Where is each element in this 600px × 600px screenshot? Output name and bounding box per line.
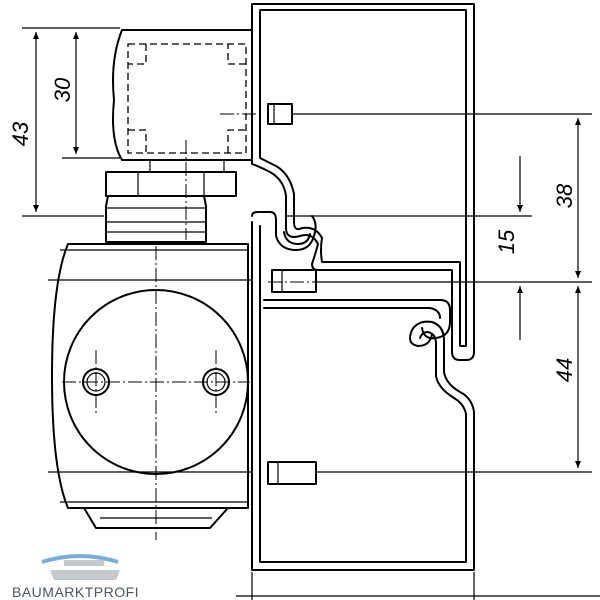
screws (267, 103, 317, 485)
dim-43: 43 (8, 121, 33, 146)
center-lines (62, 113, 320, 540)
frame-profile-sash (251, 211, 475, 571)
nut-spindle (105, 171, 237, 243)
dim-30: 30 (50, 77, 75, 102)
logo-text: BAUMARKTPROFI (12, 584, 140, 600)
dim-15: 15 (494, 229, 519, 254)
upper-roller-block (112, 29, 253, 172)
frame-profile-outer (251, 3, 475, 361)
dim-38: 38 (552, 183, 577, 208)
logo-roof-mark (41, 554, 120, 580)
lower-housing (48, 243, 252, 529)
dim-44: 44 (552, 358, 577, 382)
dimension-lines (22, 27, 600, 600)
